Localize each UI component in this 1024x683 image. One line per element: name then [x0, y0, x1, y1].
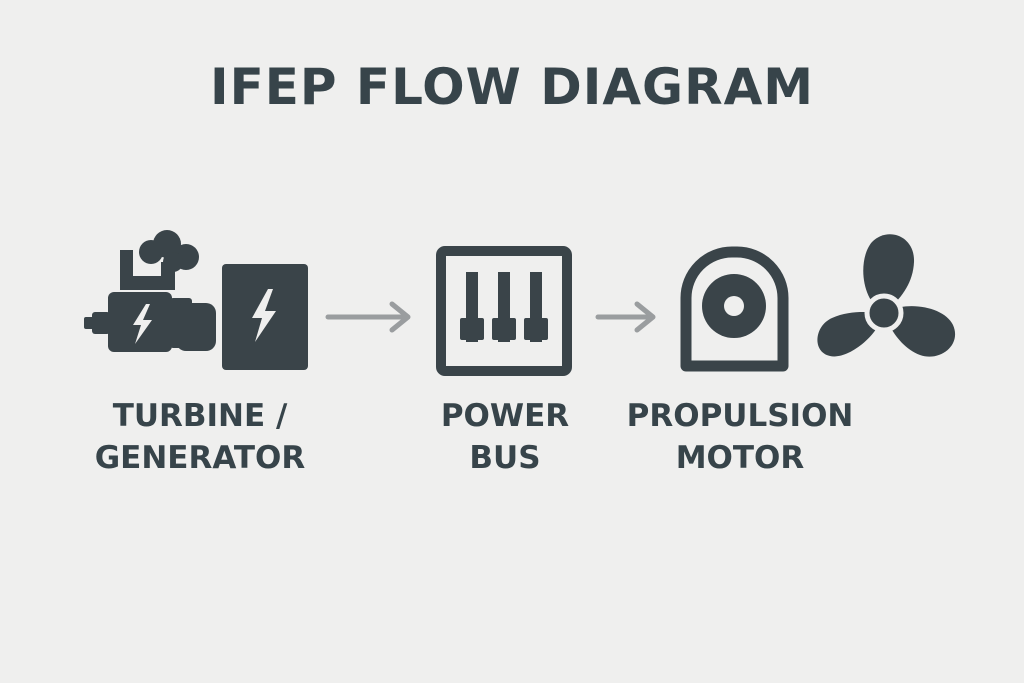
propulsion-motor-icon — [680, 246, 789, 372]
propeller-icon — [817, 234, 956, 357]
arrow-bus-to-motor — [595, 301, 656, 333]
label-line: MOTOR — [675, 440, 805, 476]
label-propulsion-motor: PROPULSION MOTOR — [610, 395, 870, 479]
arrow-generator-to-bus — [325, 301, 411, 333]
label-turbine-generator: TURBINE / GENERATOR — [80, 395, 320, 479]
diagram-title: IFEP FLOW DIAGRAM — [209, 58, 815, 116]
label-line: TURBINE / — [112, 398, 288, 434]
power-bus-icon — [436, 246, 572, 376]
label-line: GENERATOR — [94, 440, 306, 476]
label-line: BUS — [469, 440, 541, 476]
label-line: POWER — [440, 398, 570, 434]
label-power-bus: POWER BUS — [405, 395, 605, 479]
label-line: PROPULSION — [626, 398, 854, 434]
turbine-generator-icon — [84, 230, 308, 370]
